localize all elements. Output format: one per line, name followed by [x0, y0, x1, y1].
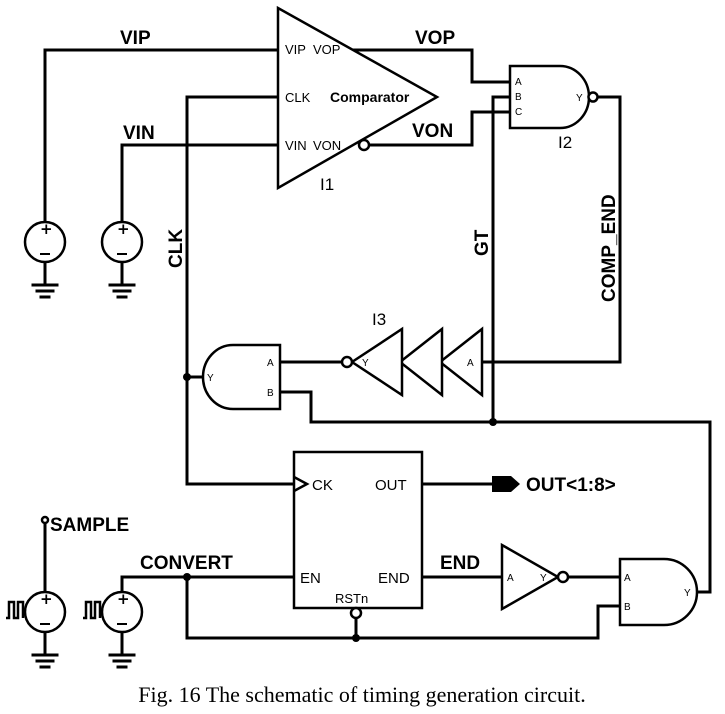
dc-source-vip-icon	[23, 220, 67, 264]
plus-sign: +	[40, 590, 53, 608]
pin-label-y: Y	[576, 93, 583, 104]
net-label-end: END	[440, 553, 480, 574]
buffer-triangle-2	[397, 326, 444, 398]
net-label-convert: CONVERT	[140, 553, 233, 574]
figure-caption: Fig. 16 The schematic of timing generati…	[138, 682, 585, 707]
pulse-waveform-icon	[6, 600, 25, 620]
controller-box	[292, 450, 424, 610]
comparator-name: Comparator	[330, 89, 410, 105]
and-gate-clk: A B Y	[201, 343, 282, 411]
wire-vop	[343, 48, 512, 84]
instance-label-i3: I3	[372, 310, 386, 329]
net-label-vin: VIN	[123, 123, 155, 144]
pin-label-rstn: RSTn	[335, 591, 368, 606]
net-label-sample: SAMPLE	[50, 515, 129, 536]
plus-sign: +	[40, 220, 53, 238]
plus-sign: +	[117, 590, 130, 608]
buffer-triangle-1	[437, 326, 484, 398]
source-vip: +	[23, 220, 67, 264]
buffer-chain-i3: A Y I3	[340, 310, 484, 398]
source-sample: +	[6, 590, 67, 634]
pin-label-b: B	[267, 388, 274, 399]
pulse-source-sample-icon	[23, 590, 67, 634]
pin-label-end: END	[378, 570, 410, 587]
pin-label-a: A	[467, 358, 474, 369]
pin-label-a: A	[267, 358, 274, 369]
dc-source-vin-icon	[100, 220, 144, 264]
net-label-von: VON	[412, 121, 453, 142]
pin-label-b: B	[515, 92, 522, 103]
inverter-bubble	[556, 570, 570, 584]
source-convert: +	[83, 590, 144, 634]
pin-label-y: Y	[684, 588, 691, 599]
pin-label-vop: VOP	[313, 42, 340, 57]
wire-vip	[43, 48, 282, 224]
pin-label-out: OUT	[375, 477, 407, 494]
net-label-clk: CLK	[166, 229, 187, 268]
buffer-triangle-3	[349, 326, 404, 398]
and-clk-body	[201, 343, 282, 411]
rstn-bubble	[349, 606, 363, 620]
comparator-triangle	[276, 5, 440, 191]
junction-convert	[183, 573, 191, 581]
wire-convert-b	[185, 575, 622, 640]
and-bottom-body	[618, 557, 699, 627]
pulse-source-convert-icon	[100, 590, 144, 634]
pin-label-a: A	[624, 573, 631, 584]
net-label-vop: VOP	[415, 28, 455, 49]
and-gate-bottom: A B Y	[618, 557, 699, 627]
wire-and-b-feedback	[278, 390, 712, 594]
instance-label-i1: I1	[320, 175, 334, 194]
out-bus-arrow-icon	[492, 476, 520, 492]
junction-clk	[183, 373, 191, 381]
source-vin: +	[100, 220, 144, 264]
wire-von	[368, 110, 512, 147]
pin-label-clk: CLK	[285, 90, 311, 105]
net-label-gt: GT	[472, 229, 493, 256]
pin-label-vin: VIN	[285, 138, 307, 153]
ground-vin-icon	[108, 283, 136, 299]
pin-label-vip: VIP	[285, 42, 306, 57]
ground-sample-icon	[31, 653, 59, 669]
net-label-vip: VIP	[120, 28, 151, 49]
ground-convert-icon	[108, 653, 136, 669]
pin-label-a: A	[515, 77, 522, 88]
plus-sign: +	[117, 220, 130, 238]
pin-label-y: Y	[362, 358, 369, 369]
sample-terminal	[40, 515, 50, 525]
comparator-i1: VIP VOP CLK Comparator VIN VON I1	[276, 5, 440, 194]
inverter-triangle	[500, 542, 561, 612]
instance-label-i2: I2	[558, 133, 572, 152]
net-label-comp-end: COMP_END	[599, 194, 620, 302]
clock-wedge	[293, 475, 310, 493]
von-bubble	[357, 138, 371, 152]
pin-label-ck: CK	[312, 477, 333, 494]
wire-clk	[185, 95, 296, 486]
wire-comp-end	[480, 95, 622, 364]
wire-gt	[491, 95, 512, 424]
pin-label-von: VON	[313, 138, 341, 153]
net-label-out: OUT<1:8>	[526, 475, 616, 496]
controller-block: CK OUT EN END RSTn	[292, 450, 424, 620]
pin-label-a: A	[507, 573, 514, 584]
ground-vip-icon	[31, 283, 59, 299]
buffer-bubble	[340, 355, 354, 369]
nand3-bubble	[587, 91, 599, 103]
wires	[43, 48, 712, 656]
pulse-waveform-icon	[83, 600, 102, 620]
junction-gt	[489, 418, 497, 426]
wire-vin	[120, 143, 282, 224]
pin-label-y: Y	[540, 573, 547, 584]
nand3-i2: A B C Y I2	[508, 64, 599, 152]
junction-rstn	[352, 634, 360, 642]
inverter: A Y	[500, 542, 570, 612]
pin-label-en: EN	[300, 570, 321, 587]
pin-label-y: Y	[207, 373, 214, 384]
pin-label-b: B	[624, 602, 631, 613]
pin-label-c: C	[515, 107, 522, 118]
wire-convert	[120, 575, 296, 594]
